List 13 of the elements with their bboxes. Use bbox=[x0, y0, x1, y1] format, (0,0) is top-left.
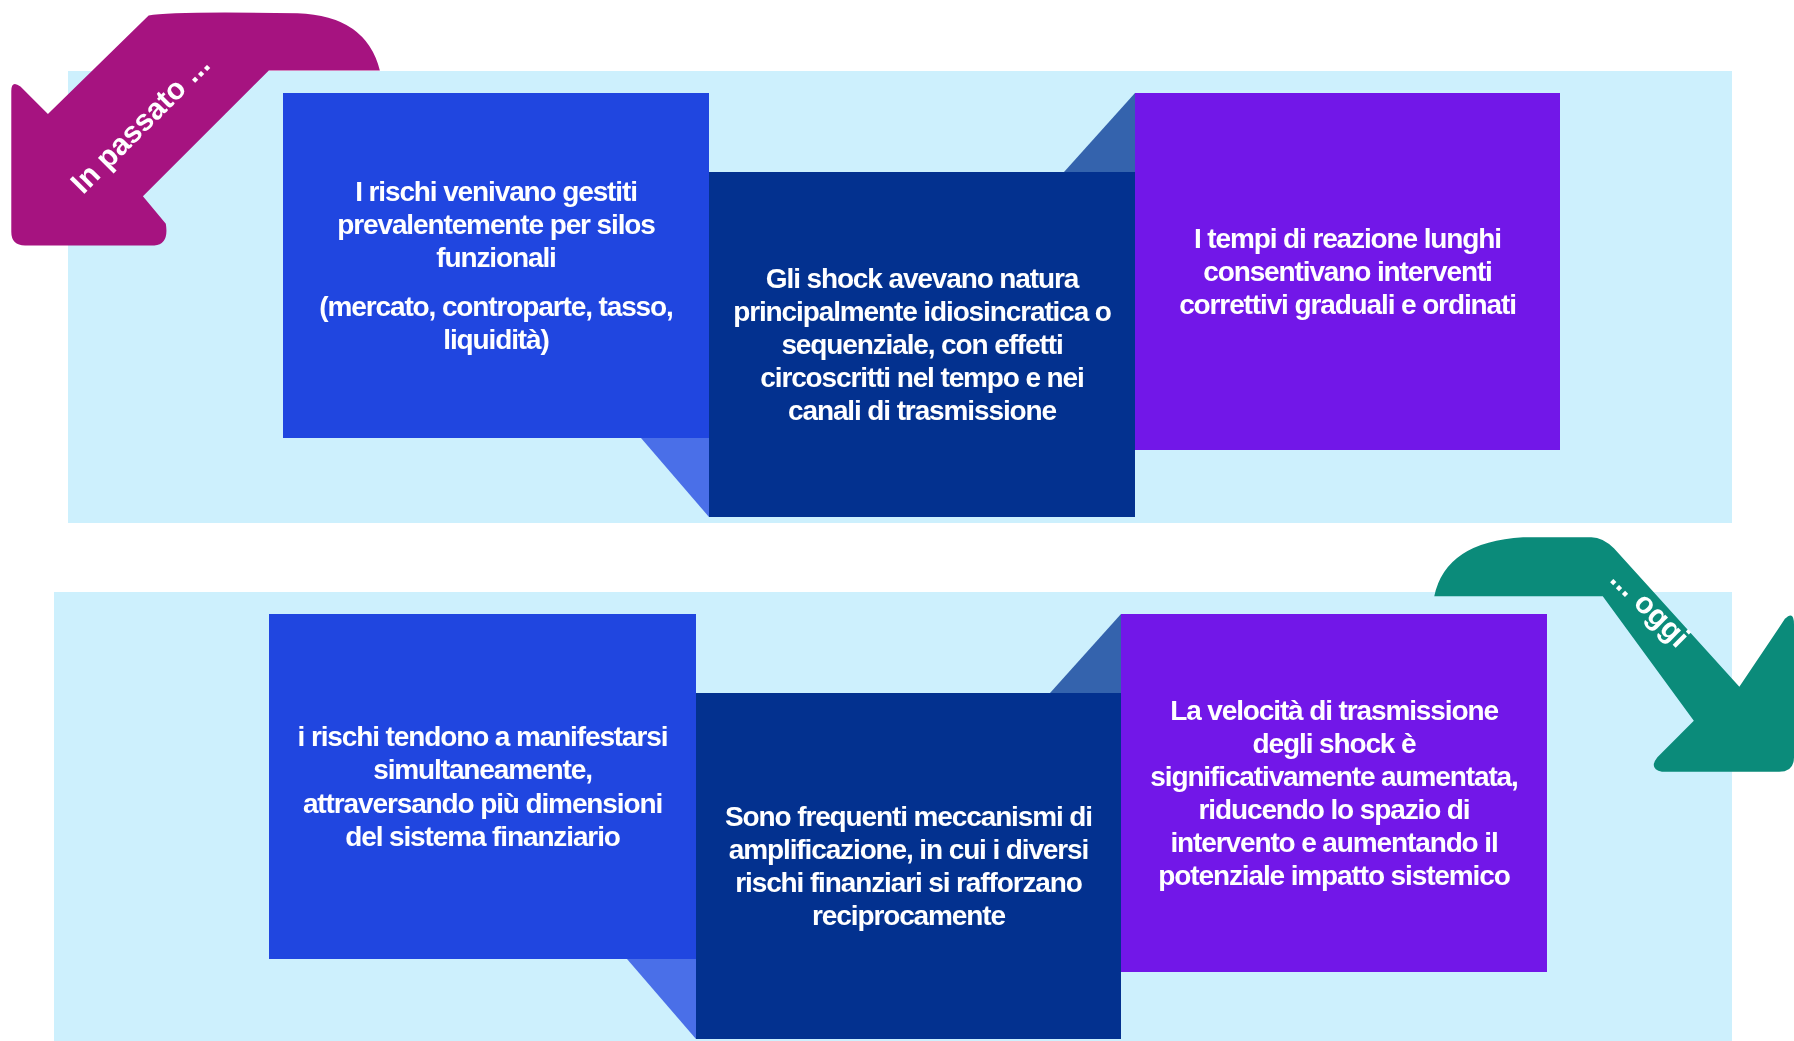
text-box bbox=[709, 172, 1135, 517]
box-text: I tempi di reazione lunghi consentivano interventi correttivi graduali e ordinati bbox=[1178, 221, 1517, 322]
box-text: (mercato, controparte, tasso, liquidità) bbox=[318, 290, 674, 357]
box-text: La velocità di trasmissione degli shock è significativamente aumentata, riducendo lo spazio di intervento e aumentando il potenziale impatto sistemico bbox=[1149, 693, 1519, 893]
text-box bbox=[1121, 614, 1547, 972]
box-text: Gli shock avevano natura principalmente idiosincratica o sequenziale, con effetti circoscritti nel tempo e nei canali di trasmissione bbox=[732, 261, 1112, 428]
text-box bbox=[283, 93, 709, 438]
text-box bbox=[269, 614, 696, 959]
text-box bbox=[696, 693, 1121, 1039]
text-box bbox=[1135, 93, 1560, 450]
box-text: i rischi tendono a manifestarsi simultaneamente, attraversando più dimensioni del sistema finanziario bbox=[296, 720, 669, 853]
box-text: Sono frequenti meccanismi di amplificazione, in cui i diversi rischi finanziari si rafforzano reciprocamente bbox=[724, 799, 1093, 933]
box-text: I rischi venivano gestiti prevalentemente per silos funzionali bbox=[336, 174, 656, 274]
